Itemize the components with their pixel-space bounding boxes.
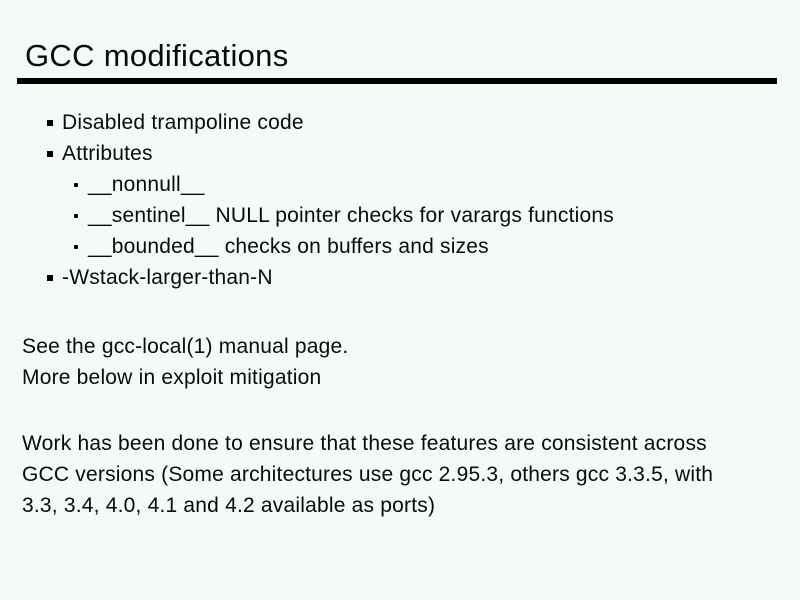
slide-title: GCC modifications	[25, 38, 289, 73]
square-bullet-icon	[47, 151, 53, 157]
dot-bullet-icon	[74, 214, 78, 218]
notes-block: See the gcc-local(1) manual page. More b…	[22, 331, 348, 393]
paragraph-line: 3.3, 3.4, 4.0, 4.1 and 4.2 available as …	[22, 494, 436, 517]
bullet-item-sub: __sentinel__ NULL pointer checks for var…	[47, 204, 614, 235]
bullet-text: Attributes	[62, 142, 153, 165]
bullet-item: -Wstack-larger-than-N	[47, 266, 614, 297]
dot-bullet-icon	[74, 245, 78, 249]
bullet-text: -Wstack-larger-than-N	[62, 266, 273, 289]
bullet-list: Disabled trampoline code Attributes __no…	[47, 111, 614, 297]
bullet-item: Attributes	[47, 142, 614, 173]
square-bullet-icon	[47, 120, 53, 126]
notes-line: More below in exploit mitigation	[22, 366, 322, 389]
paragraph-line: Work has been done to ensure that these …	[22, 432, 707, 455]
bullet-item: Disabled trampoline code	[47, 111, 614, 142]
square-bullet-icon	[47, 275, 53, 281]
bullet-text: Disabled trampoline code	[62, 111, 304, 134]
consistency-paragraph: Work has been done to ensure that these …	[22, 428, 713, 521]
paragraph-line: GCC versions (Some architectures use gcc…	[22, 463, 714, 486]
bullet-item-sub: __nonnull__	[47, 173, 614, 204]
bullet-item-sub: __bounded__ checks on buffers and sizes	[47, 235, 614, 266]
dot-bullet-icon	[74, 183, 78, 187]
bullet-text: __nonnull__	[88, 173, 205, 196]
notes-line: See the gcc-local(1) manual page.	[22, 335, 349, 358]
title-underline-rule	[17, 78, 777, 84]
bullet-text: __bounded__ checks on buffers and sizes	[88, 235, 489, 258]
bullet-text: __sentinel__ NULL pointer checks for var…	[88, 204, 614, 227]
